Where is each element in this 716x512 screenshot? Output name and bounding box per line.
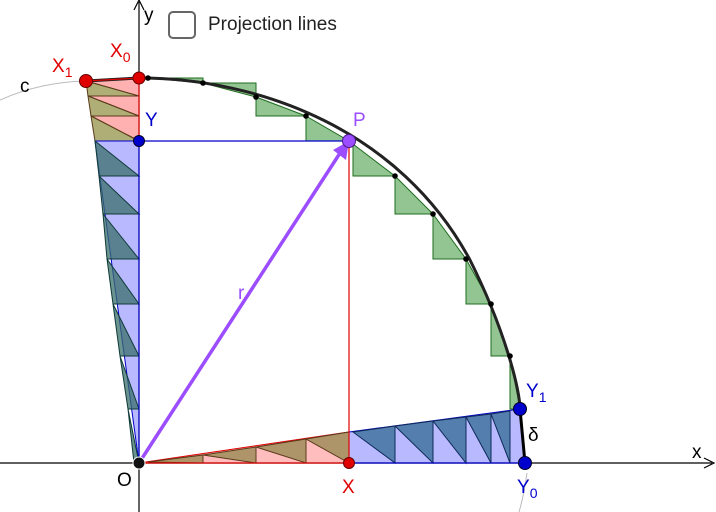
point-y0[interactable] — [518, 456, 532, 470]
point-y1[interactable] — [513, 402, 527, 416]
x1-to-x0-line — [85, 77, 140, 82]
point-p[interactable] — [342, 134, 356, 148]
label-x0: X0 — [110, 41, 131, 65]
arc-points — [145, 75, 513, 359]
projection-lines-checkbox[interactable] — [168, 11, 196, 39]
projection-lines-toggle[interactable]: Projection lines — [168, 11, 337, 39]
green-step — [255, 96, 307, 117]
origin-label: O — [117, 470, 132, 491]
green-step — [347, 140, 397, 177]
label-y: Y — [145, 110, 158, 131]
y-axis-arrow — [133, 0, 145, 11]
label-y1: Y1 — [526, 381, 547, 405]
circle-c-arc-bottom — [518, 472, 528, 512]
green-step — [432, 212, 467, 260]
green-step-triangles — [147, 77, 521, 410]
point-y[interactable] — [133, 135, 145, 147]
green-step — [305, 115, 351, 142]
circle-c-arc-left — [0, 80, 87, 101]
x-axis-label: x — [692, 442, 702, 463]
green-step — [394, 174, 435, 215]
radius-vector-r — [137, 149, 344, 464]
arc-c — [138, 76, 522, 410]
point-x[interactable] — [343, 457, 355, 469]
label-delta: δ — [528, 425, 539, 446]
blue-bottom-triangles — [351, 410, 511, 465]
circle-label-c: c — [20, 76, 30, 97]
blue-left-triangles — [94, 139, 141, 464]
red-bottom-triangles — [147, 431, 350, 464]
label-x1: X1 — [52, 56, 73, 80]
delta-segment — [518, 408, 527, 464]
x-axis-arrow — [703, 457, 716, 469]
point-x1[interactable] — [79, 74, 93, 88]
projection-lines-label: Projection lines — [208, 14, 337, 35]
label-y0: Y0 — [517, 477, 538, 501]
point-o[interactable] — [132, 456, 146, 470]
label-x: X — [342, 477, 355, 498]
y-axis-label: y — [144, 5, 154, 26]
red-top-triangles — [85, 77, 140, 142]
point-x0[interactable] — [132, 71, 146, 85]
label-r: r — [238, 283, 245, 304]
label-p: P — [353, 110, 366, 131]
